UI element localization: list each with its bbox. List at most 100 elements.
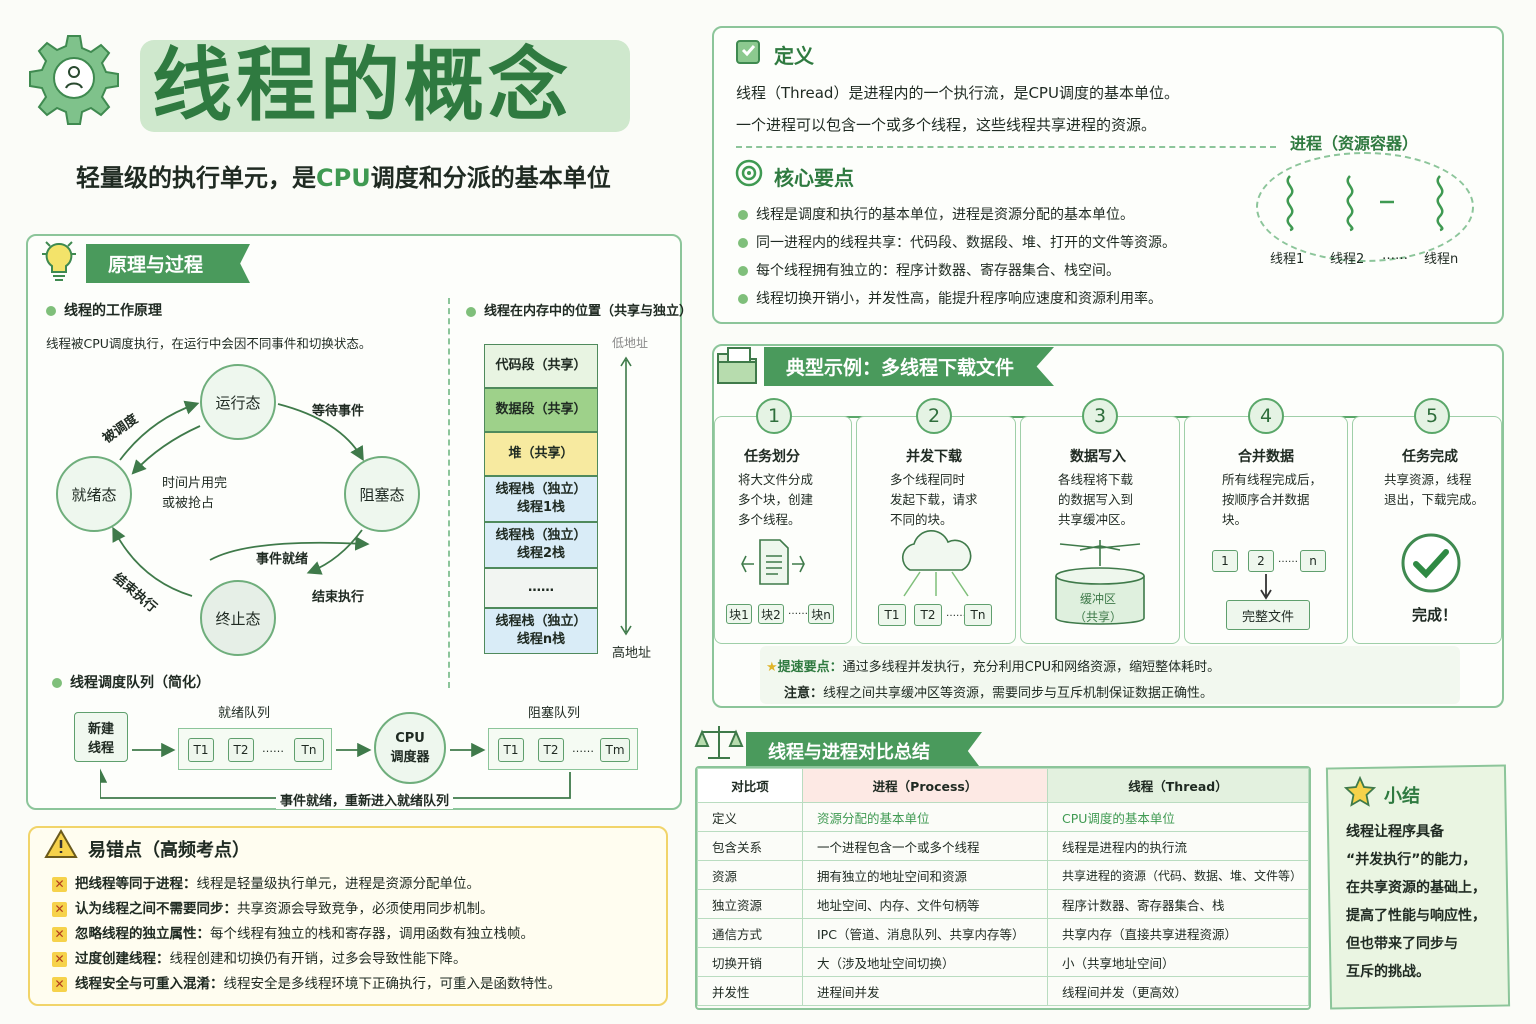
- table-row: 包含关系一个进程包含一个或多个线程线程是进程内的执行流: [697, 831, 1309, 861]
- table-cell: 通信方式: [697, 918, 803, 948]
- edge-wait-event: 等待事件: [312, 404, 365, 419]
- blocked-q-tm: Tm: [600, 738, 630, 762]
- compare-header-row: 对比项 进程（Process） 线程（Thread）: [697, 768, 1309, 803]
- step-3-number: 3: [1082, 398, 1118, 434]
- mem-gap-dots: ……: [528, 580, 554, 595]
- table-cell: 切换开销: [697, 947, 803, 977]
- queue-title: 线程调度队列（简化）: [52, 672, 210, 692]
- mem-heap-label: 堆（共享）: [508, 446, 574, 461]
- thread1-label: 线程1: [1270, 252, 1305, 267]
- keypoint-4-text: 线程切换开销小，并发性高，能提升程序响应速度和资源利用率。: [756, 291, 1162, 307]
- definition-line2: 一个进程可以包含一个或多个线程，这些线程共享进程的资源。: [736, 116, 1157, 134]
- edge-timeslice-2: 或被抢占: [162, 496, 215, 511]
- summary-line: “并发执行”的能力，: [1346, 852, 1477, 868]
- process-container-ellipse: [1256, 152, 1474, 262]
- summary-line: 在共享资源的基础上，: [1346, 880, 1486, 896]
- mistake-1: ✕把线程等同于进程：线程是轻量级执行单元，进程是资源分配单位。: [52, 872, 480, 897]
- checkmark-icon: [1400, 532, 1462, 594]
- table-cell: 进程间并发: [802, 976, 1048, 1006]
- lightbulb-icon: [38, 236, 80, 286]
- cross-icon: ✕: [52, 902, 67, 917]
- summary-heading: 小结: [1384, 786, 1420, 807]
- subtitle-part2: 调度和分派的基本单位: [370, 164, 611, 192]
- table-cell: 共享进程的资源（代码、数据、堆、文件等）: [1047, 860, 1309, 890]
- step-3-title: 数据写入: [1070, 449, 1126, 465]
- mem-stackn: 线程栈（独立）线程n栈: [484, 608, 598, 654]
- mistake-4-key: 过度创建线程：: [75, 951, 170, 967]
- compare-frame: [695, 766, 1311, 1010]
- step-4-desc: 所有线程完成后，按顺序合并数据块。: [1222, 472, 1323, 527]
- compare-header-item: 对比项: [697, 768, 803, 803]
- address-arrow: [620, 356, 632, 636]
- edge-timeslice-1: 时间片用完: [162, 476, 228, 491]
- table-cell: 定义: [697, 802, 803, 832]
- example-banner: 典型示例：多线程下载文件: [764, 347, 1054, 386]
- done-label: 完成！: [1412, 606, 1458, 624]
- step-5-number: 5: [1414, 398, 1450, 434]
- step-4-number: 4: [1248, 398, 1284, 434]
- step-1-desc: 将大文件分成多个块，创建多个线程。: [738, 472, 814, 527]
- definition-line1: 线程（Thread）是进程内的一个执行流，是CPU调度的基本单位。: [736, 84, 1179, 102]
- buffer-label: 缓冲区（共享）: [1074, 590, 1122, 626]
- state-terminated: 终止态: [200, 580, 276, 656]
- mistake-4-text: 线程创建和切换仍有开销，过多会导致性能下降。: [169, 951, 467, 967]
- high-address-label: 高地址: [612, 646, 652, 661]
- blocked-q-dots: ……: [572, 742, 594, 755]
- definition-heading: 定义: [774, 44, 814, 68]
- thread2-label: 线程2: [1330, 252, 1365, 267]
- keypoint-1-text: 线程是调度和执行的基本单位，进程是资源分配的基本单位。: [756, 207, 1134, 223]
- table-cell: 大（涉及地址空间切换）: [802, 947, 1048, 977]
- table-row: 并发性进程间并发线程间并发（更高效）: [697, 976, 1309, 1006]
- queue-title-text: 线程调度队列（简化）: [70, 675, 210, 691]
- mistake-2: ✕认为线程之间不需要同步：共享资源会导致竞争，必须使用同步机制。: [52, 897, 494, 922]
- mem-stackn-label: 线程栈（独立）: [495, 614, 587, 629]
- block-n: 块n: [808, 604, 834, 624]
- example-tip: ★提速要点：通过多线程并发执行，充分利用CPU和网络资源，缩短整体耗时。: [766, 656, 1220, 675]
- summary-line: 线程让程序具备: [1346, 824, 1444, 840]
- cpu-scheduler-cpu: CPU: [395, 731, 425, 746]
- step-card-5: [1352, 416, 1502, 644]
- memory-title-text: 线程在内存中的位置（共享与独立）: [484, 304, 693, 319]
- step-3-desc: 各线程将下载的数据写入到共享缓冲区。: [1058, 472, 1134, 527]
- thread-ellipsis: ……: [1382, 248, 1408, 263]
- page-title-highlight: [140, 40, 630, 132]
- table-cell: IPC（管道、消息队列、共享内存等）: [802, 918, 1048, 948]
- mem-code: 代码段（共享）: [484, 344, 598, 388]
- mistake-3-text: 每个线程有独立的栈和寄存器，调用函数有独立栈帧。: [210, 926, 534, 942]
- download-t1: T1: [878, 604, 906, 626]
- warning-icon: [44, 828, 78, 860]
- table-cell: 地址空间、内存、文件句柄等: [802, 889, 1048, 919]
- mem-data: 数据段（共享）: [484, 388, 598, 432]
- mem-stack1-name: 线程1栈: [516, 500, 566, 515]
- keypoint-3: 每个线程拥有独立的：程序计数器、寄存器集合、栈空间。: [738, 260, 1120, 280]
- edge-finish-exec: 结束执行: [312, 590, 365, 605]
- buffer-label-1: 缓冲区: [1080, 592, 1117, 606]
- mem-code-label: 代码段（共享）: [495, 358, 587, 373]
- edge-event-ready: 事件就绪: [256, 552, 309, 567]
- new-thread-text2: 线程: [87, 741, 114, 756]
- tip-text: 通过多线程并发执行，充分利用CPU和网络资源，缩短整体耗时。: [842, 660, 1221, 675]
- definition-divider: [736, 146, 1276, 148]
- cross-icon: ✕: [52, 927, 67, 942]
- state-running: 运行态: [200, 364, 276, 440]
- mistake-5-key: 线程安全与可重入混淆：: [75, 976, 224, 992]
- keypoints-heading: 核心要点: [774, 166, 854, 190]
- table-row: 独立资源地址空间、内存、文件句柄等程序计数器、寄存器集合、栈: [697, 889, 1309, 919]
- example-tip-box: [760, 646, 1460, 704]
- mistake-3-key: 忽略线程的独立属性：: [75, 926, 210, 942]
- scale-icon: [694, 722, 744, 762]
- keypoint-4: 线程切换开销小，并发性高，能提升程序响应速度和资源利用率。: [738, 288, 1162, 308]
- step-5-desc: 共享资源，线程退出，下载完成。: [1384, 472, 1485, 507]
- subtitle-part1: 轻量级的执行单元，是: [76, 164, 316, 192]
- merge-block-n: n: [1300, 550, 1326, 572]
- mistake-5-text: 线程安全是多线程环境下正确执行，可重入是函数特性。: [223, 976, 562, 992]
- ready-q-t2: T2: [228, 738, 254, 762]
- merge-arrow: [1260, 574, 1272, 600]
- cross-icon: ✕: [52, 952, 67, 967]
- table-cell: 资源分配的基本单位: [802, 802, 1048, 832]
- table-cell: 线程间并发（更高效）: [1047, 976, 1309, 1006]
- table-cell: 一个进程包含一个或多个线程: [802, 831, 1048, 861]
- cloud-icon: [886, 530, 986, 602]
- table-cell: 线程是进程内的执行流: [1047, 831, 1309, 861]
